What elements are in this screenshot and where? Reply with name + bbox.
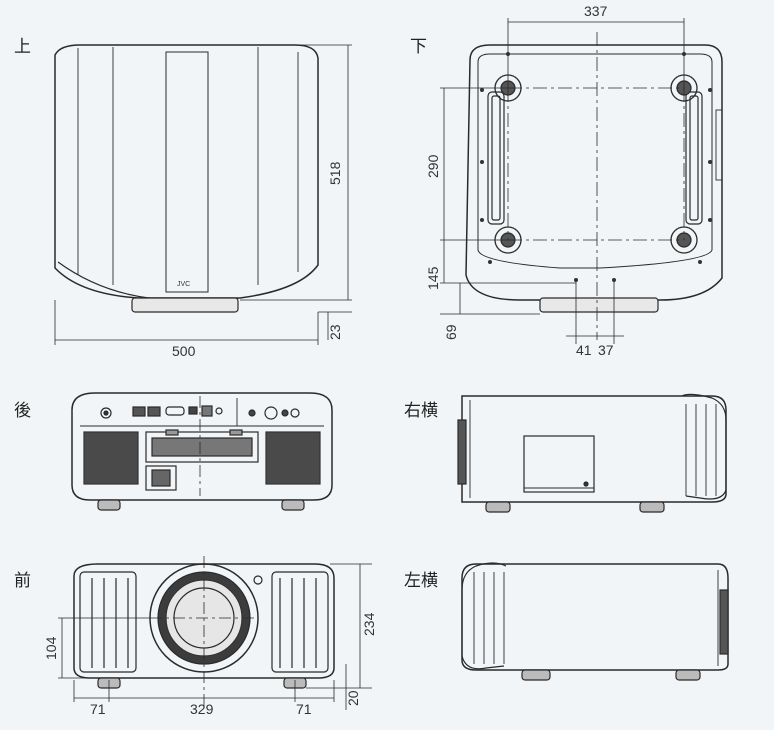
dim-front-center: 329: [190, 701, 214, 717]
view-label-top: 上: [14, 37, 31, 57]
dim-top-width: 500: [172, 343, 196, 359]
view-label-right: 右横: [404, 401, 438, 421]
bottom-view: 337 290 145 69 41 37: [425, 3, 723, 358]
rear-view: [71, 392, 333, 511]
top-view: JVC 518 23 500: [54, 44, 352, 359]
dim-bottom-rear-offset: 145: [425, 266, 441, 290]
dim-front-lens-height: 104: [43, 636, 59, 660]
dim-bottom-center-left: 41: [576, 342, 592, 358]
dim-front-foot: 20: [345, 690, 361, 706]
view-label-left: 左横: [404, 571, 438, 591]
dim-front-right: 71: [296, 701, 312, 717]
logo-text: JVC: [177, 281, 190, 288]
view-label-front: 前: [14, 571, 31, 591]
front-view: 71 329 71 104 234 20: [43, 556, 377, 717]
view-label-bottom: 下: [410, 37, 427, 57]
left-side-view: [461, 562, 729, 681]
dim-top-depth: 518: [327, 161, 343, 185]
view-label-rear: 後: [14, 401, 31, 421]
dim-bottom-center-right: 37: [598, 342, 614, 358]
dim-front-left: 71: [90, 701, 106, 717]
dim-bottom-foot-spacing: 337: [584, 3, 608, 19]
dim-bottom-front-offset: 69: [443, 324, 459, 340]
dim-bottom-foot-depth: 290: [425, 154, 441, 178]
dim-top-foot: 23: [327, 324, 343, 340]
right-side-view: [457, 393, 727, 513]
dim-front-height: 234: [361, 612, 377, 636]
